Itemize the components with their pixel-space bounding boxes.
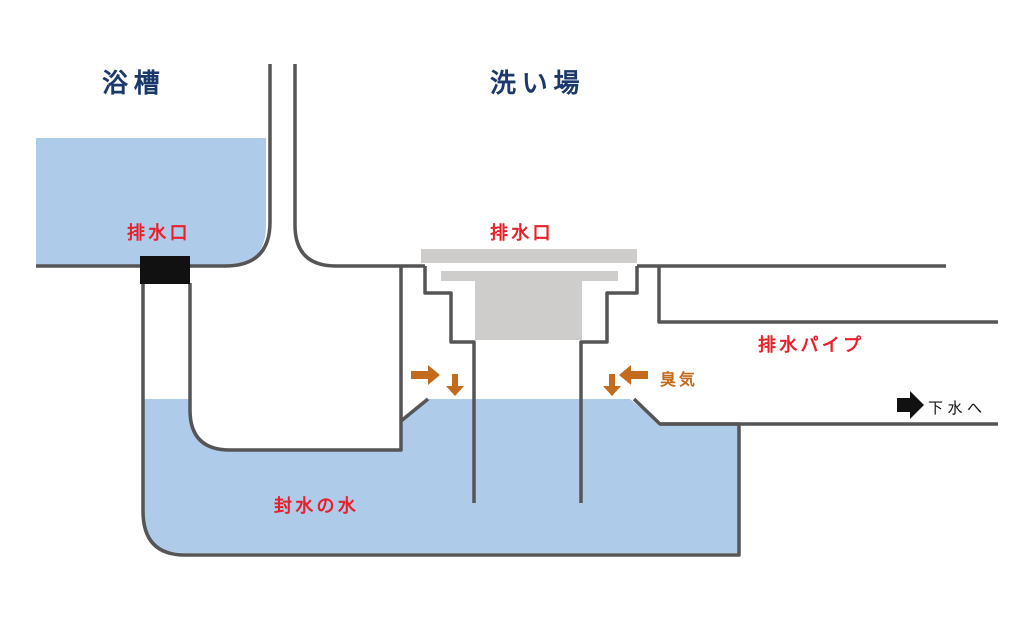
drain-grate	[421, 249, 637, 263]
pipe-lines	[36, 64, 998, 557]
bathtub-wall	[36, 64, 272, 268]
orange-arrow-icon	[411, 365, 440, 385]
orange-arrow-icon	[619, 365, 648, 385]
washing-area-label: 洗い場	[490, 69, 586, 99]
bowl-trap-right	[579, 266, 639, 503]
bathtub-drain-label: 排水口	[127, 223, 191, 244]
floor-line	[293, 64, 425, 268]
floor-drain-label: 排水口	[490, 223, 554, 244]
drain-pipe-label: 排水パイプ	[758, 335, 865, 356]
water-fills	[36, 138, 739, 553]
odor-label: 臭気	[660, 370, 698, 389]
bathtub-water	[36, 138, 266, 266]
bowl-trap	[423, 266, 476, 503]
drain-cap-lip	[441, 271, 618, 281]
black-arrow-right-icon	[897, 391, 924, 419]
orange-arrow-icon	[603, 374, 621, 396]
drain-cover	[421, 249, 637, 340]
bathtub-label: 浴槽	[102, 69, 166, 99]
bathtub-drain-pipe-outer	[141, 283, 741, 557]
odor-arrows	[411, 365, 648, 396]
bathtub-drain-pipe-inner	[188, 283, 430, 452]
drain-cap-body	[475, 281, 582, 340]
bathtub-plug	[140, 256, 190, 284]
drain-pipe-top	[657, 266, 998, 324]
orange-arrow-icon	[446, 374, 464, 396]
seal-water-label: 封水の水	[274, 496, 359, 517]
seal-water	[143, 399, 739, 553]
to-sewer-label: 下水へ	[928, 399, 987, 417]
